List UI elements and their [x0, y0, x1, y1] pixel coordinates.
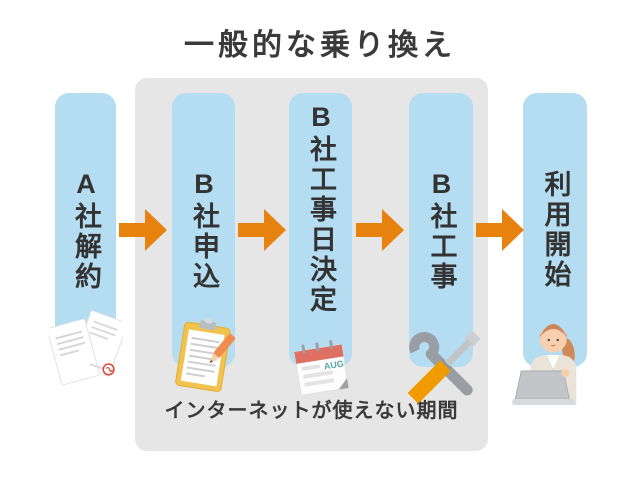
- downtime-period-label: インターネットが使えない期間: [164, 400, 459, 422]
- person-laptop-icon: [510, 313, 596, 411]
- step-cancel-company-a: A社解約: [48, 93, 123, 386]
- step-label: A社解約: [71, 168, 101, 292]
- arrow-right-icon: [476, 209, 524, 251]
- documents-icon: [48, 307, 123, 397]
- step-apply-company-b: B社申込: [172, 93, 235, 392]
- arrow-right-icon: [238, 209, 286, 251]
- step-label: B社工事日決定: [306, 101, 336, 315]
- tools-icon: [404, 327, 484, 407]
- step-label: 利用開始: [540, 170, 571, 290]
- arrow-right-icon: [119, 209, 167, 251]
- step-start-of-use: 利用開始: [512, 93, 587, 405]
- calendar-month-text: AUG: [323, 358, 344, 371]
- clipboard-icon: [172, 315, 236, 397]
- step-label: B社工事: [426, 168, 457, 292]
- calendar-icon: AUG: [288, 333, 354, 401]
- arrow-right-icon: [356, 209, 404, 251]
- step-construction-company-b: B社工事: [407, 93, 480, 404]
- step-label: B社申込: [189, 168, 219, 292]
- step-construction-date-company-b: B社工事日決定 AUG: [289, 93, 352, 396]
- page-title: 一般的な乗り換え: [184, 29, 456, 62]
